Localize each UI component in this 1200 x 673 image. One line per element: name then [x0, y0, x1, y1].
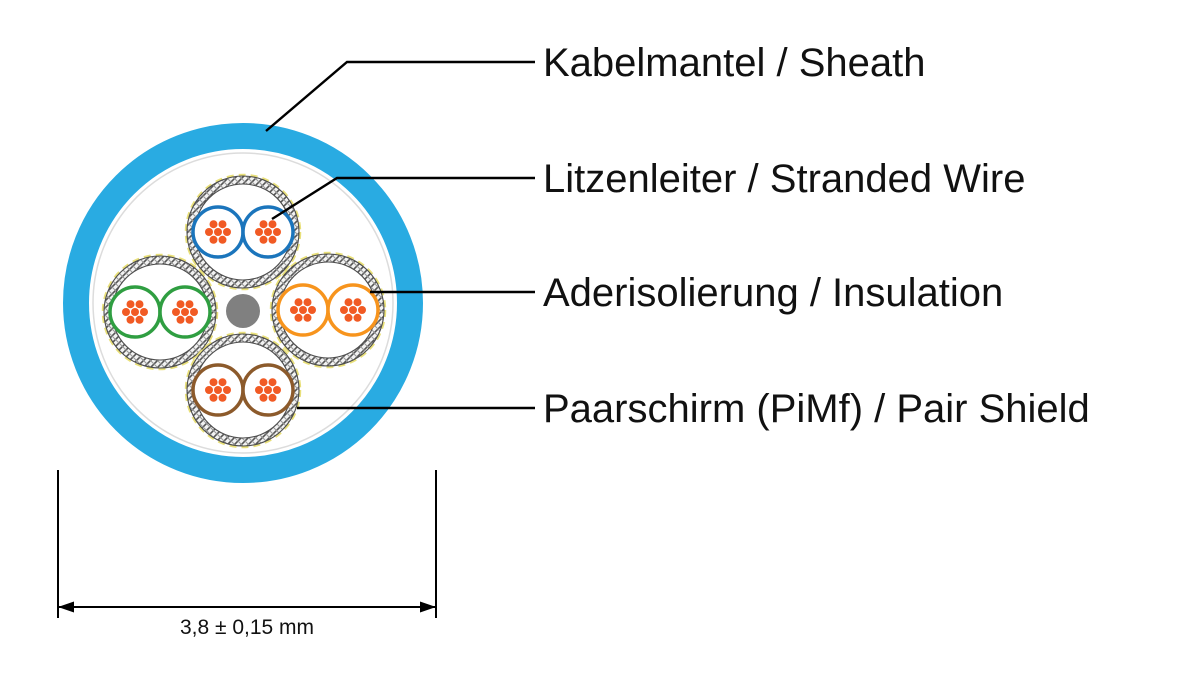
foil-wrap — [101, 253, 219, 371]
leader-lines — [265, 60, 535, 410]
dimension-arrow-right — [420, 601, 436, 613]
foil-wrap — [184, 331, 302, 449]
wire-pair-left — [101, 253, 219, 371]
leader-line-stranded-wire — [271, 176, 535, 221]
dimension-label: 3,8 ± 0,15 mm — [180, 616, 314, 639]
stranded-wire — [326, 283, 380, 337]
labels: Kabelmantel / Sheath Litzenleiter / Stra… — [543, 41, 1090, 431]
label-stranded-wire: Litzenleiter / Stranded Wire — [543, 157, 1025, 201]
dimension: 3,8 ± 0,15 mm — [57, 470, 437, 639]
dimension-arrow-left — [58, 601, 74, 613]
stranded-wire — [158, 285, 212, 339]
stranded-wire — [241, 363, 295, 417]
stranded-wire — [241, 205, 295, 259]
label-insulation: Aderisolierung / Insulation — [543, 271, 1003, 315]
stranded-wire — [108, 285, 162, 339]
wire-pair-right — [269, 251, 387, 369]
stranded-wire — [191, 205, 245, 259]
stranded-wire — [276, 283, 330, 337]
stranded-wire — [191, 363, 245, 417]
foil-wrap — [269, 251, 387, 369]
center-filler — [226, 294, 260, 328]
inner-liner — [92, 152, 394, 454]
wire-pair-bottom — [184, 331, 302, 449]
foil-wrap — [184, 173, 302, 291]
label-pair-shield: Paarschirm (PiMf) / Pair Shield — [543, 387, 1090, 431]
cable-cross-section — [63, 123, 423, 483]
leader-line-sheath — [265, 60, 535, 132]
wire-pair-top — [184, 173, 302, 291]
label-sheath: Kabelmantel / Sheath — [543, 41, 925, 85]
